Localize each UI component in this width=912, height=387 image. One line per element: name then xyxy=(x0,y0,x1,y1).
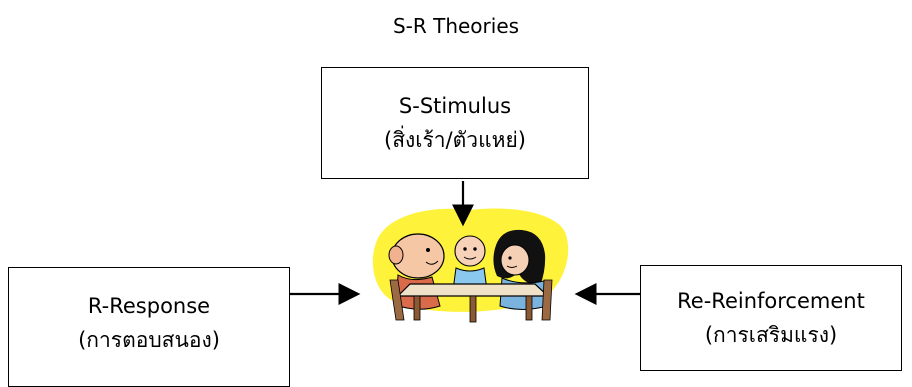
response-box: R-Response (การตอบสนอง) xyxy=(8,267,290,387)
diagram-title: S-R Theories xyxy=(392,14,520,38)
response-label: R-Response xyxy=(87,294,211,318)
right-adult-figure xyxy=(493,229,548,310)
response-thai-label: (การตอบสนอง) xyxy=(78,328,220,352)
reinforcement-label: Re-Reinforcement xyxy=(677,289,865,313)
stimulus-label: S-Stimulus xyxy=(398,94,512,118)
table-shape xyxy=(389,279,553,323)
reinforcement-box: Re-Reinforcement (การเสริมแรง) xyxy=(640,265,902,371)
stimulus-thai-label: (สิ่งเร้า/ตัวแหย่) xyxy=(384,128,526,152)
family-at-table-illustration xyxy=(372,208,569,323)
reinforcement-thai-label: (การเสริมแรง) xyxy=(704,323,838,347)
stimulus-box: S-Stimulus (สิ่งเร้า/ตัวแหย่) xyxy=(321,67,589,179)
